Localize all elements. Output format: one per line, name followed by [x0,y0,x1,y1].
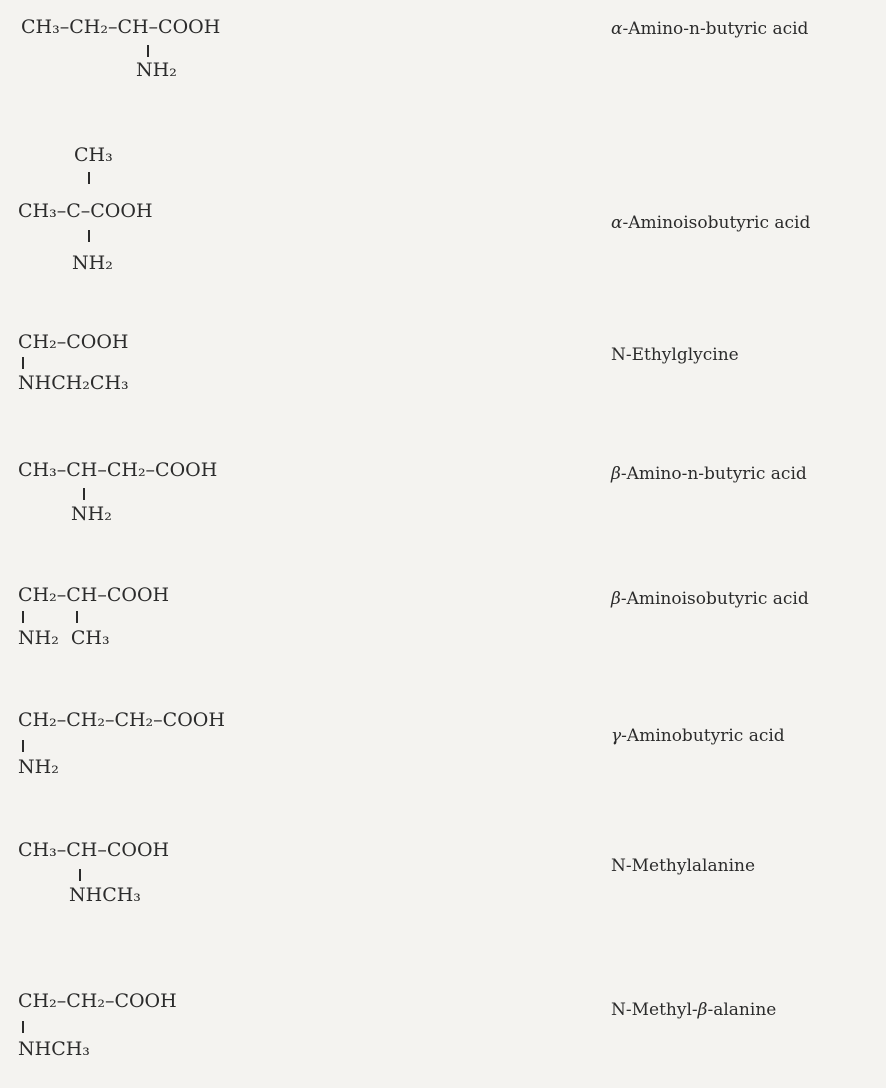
bond-line [88,172,90,184]
formula-substituent: NH₂ [71,503,112,525]
formula-main-chain: CH₃–C–COOH [18,200,153,222]
formula-substituent: NH₂ [72,252,113,274]
formula-top-substituent: CH₃ [74,144,113,166]
compound-name: β-Amino-n-butyric acid [611,464,807,484]
bond-line [22,611,24,623]
formula-main-chain: CH₃–CH–CH₂–COOH [18,459,218,481]
bond-line [22,357,24,369]
compound-name: N-Ethylglycine [611,345,739,365]
formula-substituent: NHCH₃ [18,1038,90,1060]
compound-name: N-Methylalanine [611,856,755,876]
greek-prefix: γ [611,726,622,746]
greek-prefix: α [611,19,623,39]
name-text: N-Methyl- [611,1000,698,1020]
formula-substituent: NH₂ [18,756,59,778]
greek-letter: β [697,1000,708,1020]
greek-prefix: β [611,589,621,609]
formula-substituent: NH₂ CH₃ [18,627,110,649]
name-text: -Amino-n-butyric acid [620,464,807,484]
compound-name: α-Amino-n-butyric acid [611,19,808,39]
compound-name: β-Aminoisobutyric acid [611,589,809,609]
formula-main-chain: CH₂–CH–COOH [18,584,170,606]
compound-name: γ-Aminobutyric acid [611,726,785,746]
bond-line [76,611,78,623]
name-text: -Amino-n-butyric acid [622,19,809,39]
formula-main-chain: CH₂–COOH [18,331,129,353]
greek-prefix: α [611,213,623,233]
formula-main-chain: CH₂–CH₂–COOH [18,990,177,1012]
bond-line [147,45,149,57]
name-text: -alanine [707,1000,777,1020]
compound-name: α-Aminoisobutyric acid [611,213,810,233]
bond-line [22,1021,24,1033]
formula-main-chain: CH₃–CH–COOH [18,839,170,861]
formula-main-chain: CH₃–CH₂–CH–COOH [21,16,221,38]
formula-substituent: NHCH₂CH₃ [18,372,129,394]
name-text: -Aminoisobutyric acid [620,589,809,609]
formula-main-chain: CH₂–CH₂–CH₂–COOH [18,709,225,731]
name-text: -Aminoisobutyric acid [622,213,811,233]
compound-name: N-Methyl-β-alanine [611,1000,776,1020]
formula-substituent: NHCH₃ [69,884,141,906]
name-text: N-Ethylglycine [611,345,739,365]
formula-substituent: NH₂ [136,59,177,81]
name-text: N-Methylalanine [611,856,756,876]
bond-line [79,869,81,881]
name-text: -Aminobutyric acid [621,726,785,746]
bond-line [22,740,24,752]
bond-line [88,230,90,242]
greek-prefix: β [611,464,621,484]
bond-line [83,488,85,500]
